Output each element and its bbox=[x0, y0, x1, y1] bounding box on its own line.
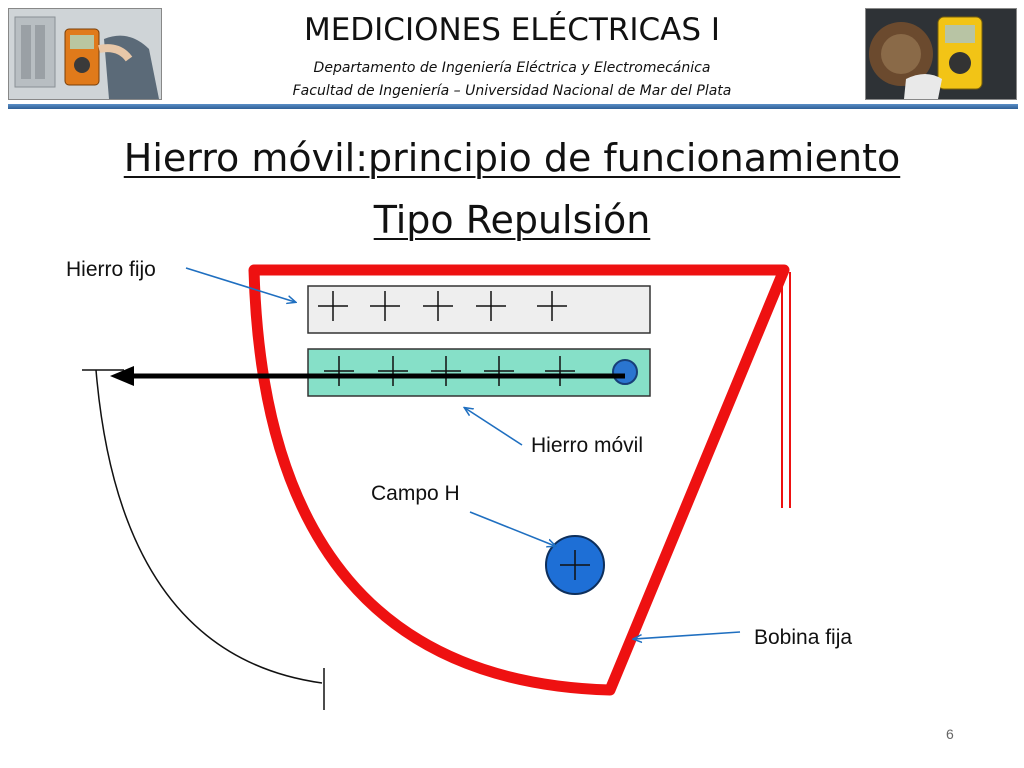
label-hierro-fijo: Hierro fijo bbox=[66, 258, 156, 281]
fixed-iron bbox=[307, 285, 651, 334]
slide-subtitle: Tipo Repulsión bbox=[0, 198, 1024, 242]
plus-sign-icon bbox=[370, 291, 400, 321]
plus-sign-icon bbox=[431, 356, 461, 386]
slide-title-line-1: Hierro móvil:principio de funcionamiento bbox=[123, 136, 901, 180]
pivot-shaft bbox=[612, 359, 638, 385]
moving-iron bbox=[307, 348, 651, 397]
callout-arrows bbox=[185, 267, 741, 639]
label-campo-h: Campo H bbox=[371, 482, 460, 505]
label-bobina-fija: Bobina fija bbox=[754, 626, 853, 649]
header-divider bbox=[8, 104, 1018, 109]
scale-arc bbox=[82, 369, 325, 710]
pointer bbox=[110, 366, 625, 386]
pointer-arrowhead bbox=[110, 366, 134, 386]
faculty-name: Facultad de Ingeniería – Universidad Nac… bbox=[292, 83, 732, 99]
arrow-campo-h bbox=[469, 511, 555, 546]
multimeter-photo-left bbox=[8, 8, 162, 100]
department-name: Departamento de Ingeniería Eléctrica y E… bbox=[313, 60, 711, 76]
moving-iron-bar bbox=[307, 348, 651, 397]
field-cross-icon bbox=[560, 550, 590, 580]
slide-title-line-2: Tipo Repulsión bbox=[373, 198, 651, 242]
plus-sign-icon bbox=[545, 356, 575, 386]
fixed-coil bbox=[248, 264, 791, 696]
course-title: MEDICIONES ELÉCTRICAS I bbox=[303, 12, 721, 48]
plus-sign-icon bbox=[537, 291, 567, 321]
field-h-symbol bbox=[545, 535, 605, 595]
plus-sign-icon bbox=[324, 356, 354, 386]
label-hierro-movil: Hierro móvil bbox=[531, 434, 644, 457]
coil-outline bbox=[248, 264, 790, 696]
slide-title: Hierro móvil:principio de funcionamiento bbox=[0, 136, 1024, 180]
plus-sign-icon bbox=[476, 291, 506, 321]
scale-arc-line bbox=[95, 369, 323, 684]
plus-sign-icon bbox=[484, 356, 514, 386]
arrow-hierro-movil bbox=[465, 408, 523, 446]
plus-sign-icon bbox=[378, 356, 408, 386]
arrow-bobina-fija bbox=[634, 631, 741, 639]
page-number: 6 bbox=[946, 726, 954, 742]
arrow-hierro-fijo bbox=[185, 267, 295, 302]
multimeter-photo-right bbox=[865, 8, 1017, 100]
fixed-iron-bar bbox=[307, 285, 651, 334]
moving-iron-pole-marks bbox=[324, 356, 575, 386]
plus-sign-icon bbox=[423, 291, 453, 321]
plus-sign-icon bbox=[318, 291, 348, 321]
fixed-iron-pole-marks bbox=[318, 291, 567, 321]
